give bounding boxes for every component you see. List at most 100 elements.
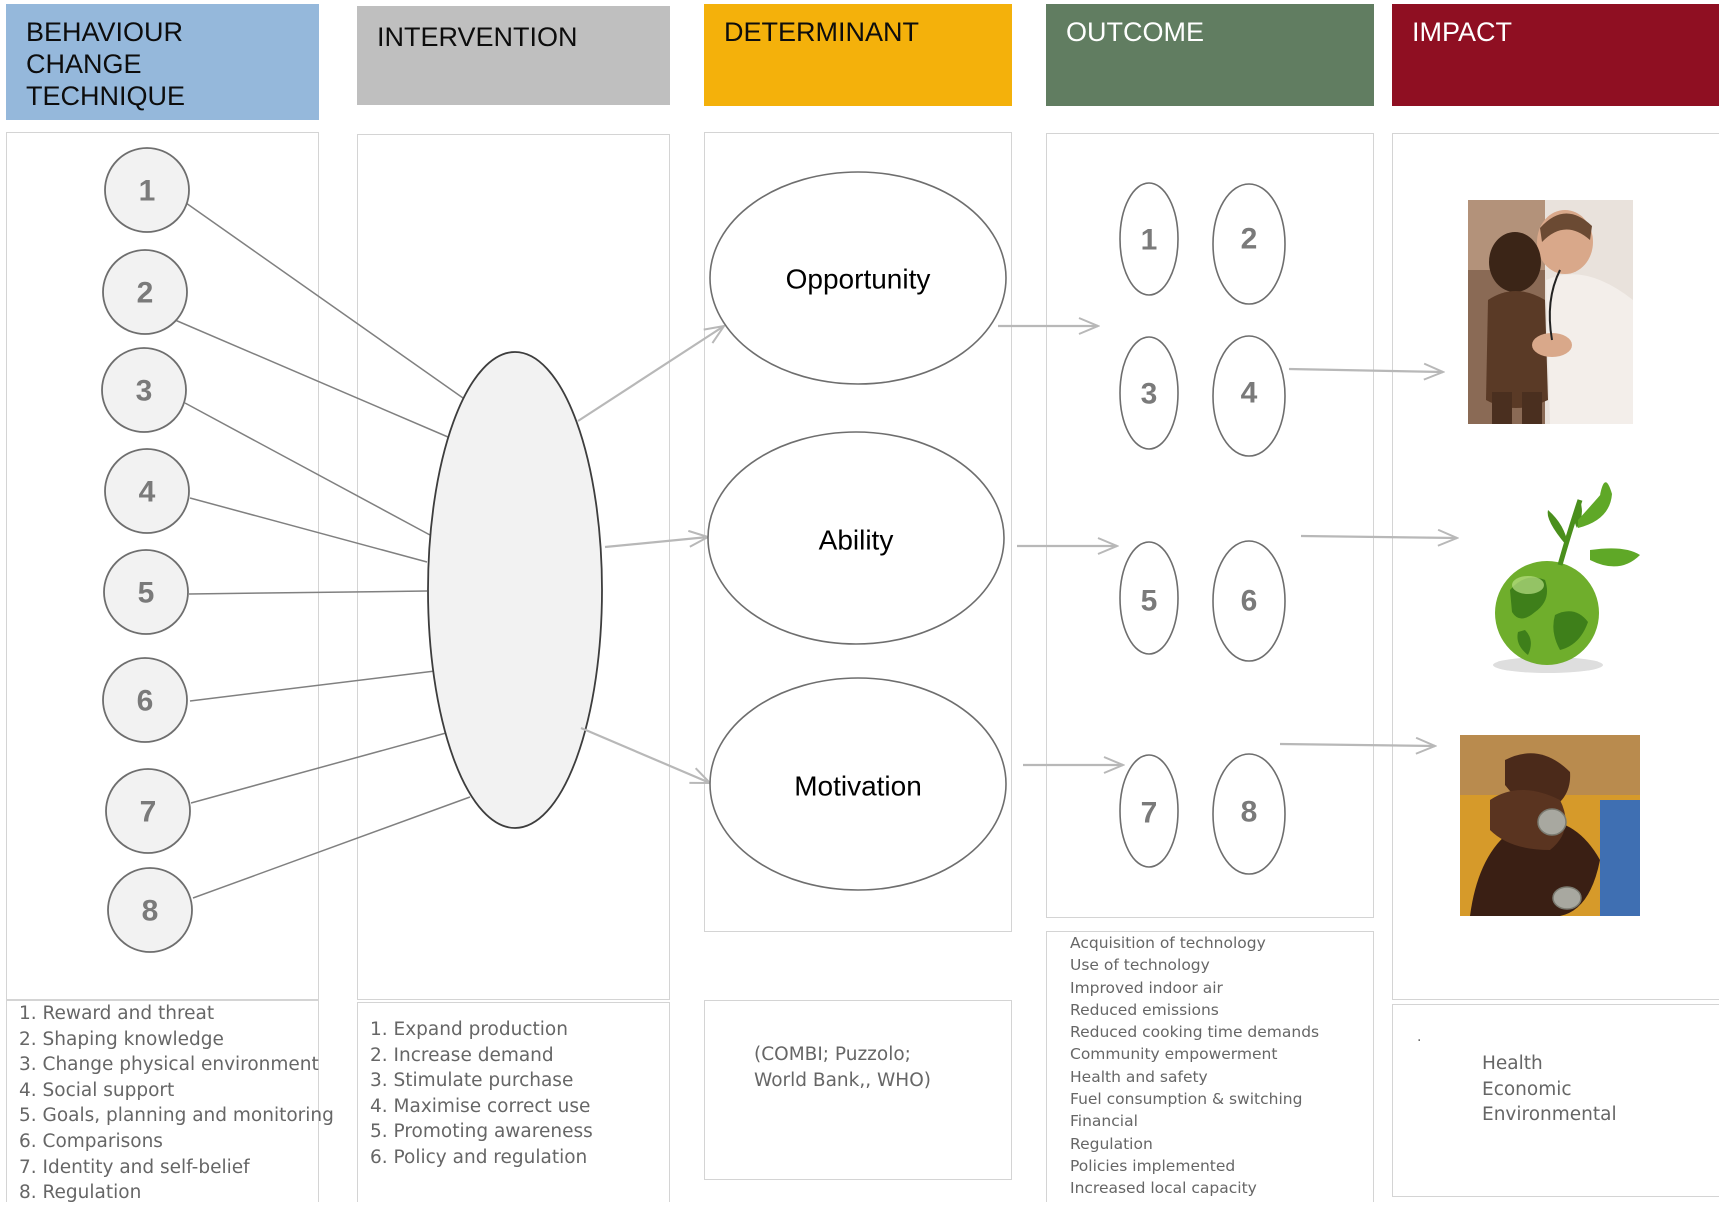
header-intervention: INTERVENTION	[357, 6, 670, 105]
determinant-motivation-label: Motivation	[794, 771, 922, 802]
outcome-ellipse-1	[1119, 182, 1179, 296]
header-determinant-label: DETERMINANT	[724, 17, 919, 47]
bct-circle-3-label: 3	[136, 375, 153, 408]
header-impact: IMPACT	[1392, 4, 1719, 106]
outcome-ellipse-2-label: 2	[1241, 223, 1258, 256]
impact-legend-item: Environmental	[1482, 1104, 1617, 1126]
outcome-legend: Acquisition of technology Use of technol…	[1046, 931, 1374, 1202]
header-impact-label: IMPACT	[1412, 17, 1512, 47]
header-bct-line-2: CHANGE	[26, 49, 142, 79]
outcome-legend-item: Reduced emissions	[1070, 1000, 1219, 1019]
bct-circle-2-label: 2	[137, 277, 154, 310]
determinant-motivation-ellipse	[709, 677, 1007, 891]
bct-circle-6-label: 6	[137, 685, 154, 718]
arrow-intervention-to-motivation	[580, 726, 710, 785]
arrow-intervention-to-ability	[604, 537, 708, 549]
bct-circle-6	[102, 657, 188, 743]
intervention-legend: 1. Expand production 2. Increase demand …	[357, 1002, 670, 1202]
header-bct-line-3: TECHNIQUE	[26, 81, 186, 111]
doctor-child-photo-icon	[1468, 200, 1633, 424]
determinant-source-line: World Bank,, WHO)	[754, 1069, 931, 1091]
bct-legend-item: 2. Shaping knowledge	[19, 1028, 224, 1050]
outcome-ellipse-7-label: 7	[1141, 797, 1158, 830]
outcome-legend-item: Community empowerment	[1070, 1045, 1278, 1064]
bct-link-7	[190, 732, 447, 804]
outcome-ellipse-6-label: 6	[1241, 585, 1258, 618]
outcome-legend-item: Use of technology	[1070, 956, 1210, 975]
outcome-legend-item: Reduced cooking time demands	[1070, 1023, 1320, 1042]
intervention-legend-item: 2. Increase demand	[370, 1044, 554, 1066]
outcome-ellipse-7	[1119, 754, 1179, 868]
header-intervention-label: INTERVENTION	[377, 22, 578, 52]
bct-legend-item: 3. Change physical environment	[19, 1054, 319, 1076]
bct-legend-item: 8. Regulation	[19, 1182, 142, 1204]
outcome-ellipse-5-label: 5	[1141, 585, 1158, 618]
impact-legend: . Health Economic Environmental	[1392, 1004, 1719, 1197]
outcome-ellipse-3-label: 3	[1141, 378, 1158, 411]
bct-circle-5	[103, 549, 189, 635]
determinant-opportunity-label: Opportunity	[786, 264, 931, 295]
bct-circle-8	[107, 867, 193, 953]
bct-legend-item: 7. Identity and self-belief	[19, 1156, 250, 1178]
impact-legend-dot: .	[1417, 1029, 1422, 1045]
bct-circle-4	[104, 448, 190, 534]
bct-circle-7-label: 7	[140, 796, 157, 829]
determinant-ability-label: Ability	[819, 525, 894, 556]
bct-link-1	[185, 202, 464, 399]
bct-circle-4-label: 4	[139, 476, 156, 509]
determinant-source-line: (COMBI; Puzzolo;	[754, 1044, 911, 1065]
arrow-outcomes-to-economic	[1279, 744, 1435, 746]
outcome-legend-item: Improved indoor air	[1070, 978, 1223, 997]
bct-link-3	[184, 402, 431, 536]
intervention-legend-item: 1. Expand production	[370, 1019, 568, 1040]
outcome-ellipse-3	[1119, 336, 1179, 450]
outcome-panel	[1046, 133, 1374, 918]
determinant-ability-ellipse	[707, 431, 1005, 645]
outcome-legend-item: Increased local capacity	[1070, 1179, 1257, 1198]
bct-link-6	[189, 670, 436, 702]
outcome-legend-item: Fuel consumption & switching	[1070, 1090, 1303, 1109]
outcome-ellipse-1-label: 1	[1141, 224, 1158, 257]
header-determinant: DETERMINANT	[704, 4, 1012, 106]
bct-circle-1-label: 1	[139, 175, 156, 208]
outcome-ellipse-6	[1212, 540, 1286, 662]
bct-circle-5-label: 5	[138, 577, 155, 610]
bct-legend-item: 1. Reward and threat	[19, 1003, 215, 1024]
bct-circle-7	[105, 768, 191, 854]
bct-circle-1	[104, 147, 190, 233]
bct-legend: 1. Reward and threat 2. Shaping knowledg…	[6, 1000, 334, 1203]
outcome-legend-item: Regulation	[1070, 1134, 1153, 1153]
impact-legend-item: Economic	[1482, 1078, 1572, 1100]
bct-link-4	[189, 497, 428, 563]
green-globe-sprout-icon	[1493, 482, 1640, 673]
coins-in-hands-photo-icon	[1460, 735, 1640, 916]
bct-legend-item: 4. Social support	[19, 1079, 175, 1101]
outcome-legend-item: Financial	[1070, 1112, 1138, 1131]
intervention-legend-item: 5. Promoting awareness	[370, 1121, 593, 1143]
intervention-legend-item: 6. Policy and regulation	[370, 1146, 588, 1168]
bct-link-2	[174, 319, 449, 438]
bct-legend-item: 5. Goals, planning and monitoring	[19, 1105, 334, 1127]
bct-link-5	[188, 590, 428, 595]
outcome-legend-item: Acquisition of technology	[1070, 934, 1266, 952]
bct-circle-8-label: 8	[142, 895, 159, 928]
determinant-opportunity-ellipse	[709, 171, 1007, 385]
outcome-ellipse-8-label: 8	[1241, 796, 1258, 829]
intervention-legend-item: 3. Stimulate purchase	[370, 1070, 574, 1092]
bct-legend-item: 6. Comparisons	[19, 1130, 163, 1152]
intervention-legend-item: 4. Maximise correct use	[370, 1095, 591, 1117]
impact-legend-item: Health	[1482, 1053, 1543, 1074]
header-bct-line-1: BEHAVIOUR	[26, 17, 184, 47]
header-outcome-label: OUTCOME	[1066, 17, 1204, 47]
outcome-ellipse-4-label: 4	[1241, 377, 1258, 410]
arrow-outcomes-to-environment	[1300, 536, 1457, 538]
arrow-intervention-to-opportunity	[577, 326, 724, 422]
determinant-legend: (COMBI; Puzzolo; World Bank,, WHO)	[704, 1000, 1012, 1180]
bct-circle-2	[102, 249, 188, 335]
outcome-ellipse-5	[1119, 541, 1179, 655]
bct-circle-3	[101, 347, 187, 433]
bct-link-8	[192, 796, 471, 899]
intervention-ellipse	[427, 351, 603, 829]
outcome-ellipse-8	[1212, 753, 1286, 875]
